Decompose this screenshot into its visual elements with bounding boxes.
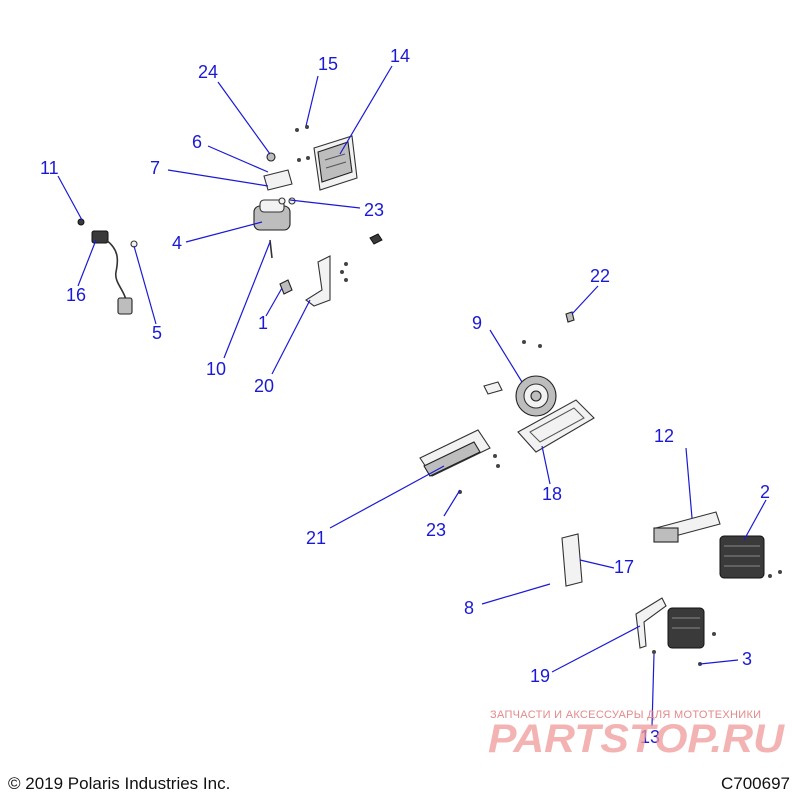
leader-lines	[57, 65, 767, 727]
watermark: ЗАПЧАСТИ И АКСЕССУАРЫ ДЛЯ МОТОТЕХНИКИ PA…	[488, 709, 785, 761]
watermark-tagline: ЗАПЧАСТИ И АКСЕССУАРЫ ДЛЯ МОТОТЕХНИКИ	[490, 709, 761, 721]
callout-17: 17	[614, 557, 634, 577]
regulator-2	[719, 535, 782, 579]
callout-2: 2	[760, 482, 770, 502]
callout-18: 18	[542, 484, 562, 504]
bracket-20	[305, 233, 383, 307]
callout-1: 1	[258, 313, 268, 333]
cover-plate-18	[517, 399, 595, 453]
callout-16: 16	[66, 285, 86, 305]
callout-14: 14	[390, 46, 410, 66]
callout-9: 9	[472, 313, 482, 333]
callout-3: 3	[742, 649, 752, 669]
drawing-id: C700697	[720, 774, 790, 793]
fuse-block	[419, 429, 500, 494]
sensor-harness	[77, 218, 138, 315]
callout-23-lower: 23	[426, 520, 446, 540]
callout-6: 6	[192, 132, 202, 152]
callout-12: 12	[654, 426, 674, 446]
watermark-brand: PARTSTOP.RU	[488, 717, 785, 761]
callout-8: 8	[464, 598, 474, 618]
callout-22: 22	[590, 266, 610, 286]
callout-labels: 24 15 14 6 7 23 4 11 16 5 1 10 20 9 22 1…	[40, 46, 770, 747]
clip-1	[279, 279, 293, 295]
callout-11: 11	[40, 158, 59, 178]
regulator-19	[635, 597, 716, 666]
callout-24: 24	[198, 62, 218, 82]
callout-5: 5	[152, 323, 162, 343]
callout-23: 23	[364, 200, 384, 220]
relay-bracket-assembly	[253, 152, 296, 259]
callout-20: 20	[254, 376, 274, 396]
callout-21: 21	[306, 528, 326, 548]
callout-4: 4	[172, 233, 182, 253]
callout-10: 10	[206, 359, 226, 379]
bracket-12	[653, 511, 721, 543]
callout-7: 7	[150, 158, 160, 178]
horn-9	[483, 311, 575, 417]
copyright-text: © 2019 Polaris Industries Inc.	[8, 774, 231, 793]
callout-13: 13	[640, 727, 660, 747]
callout-15: 15	[318, 54, 338, 74]
callout-19: 19	[530, 666, 550, 686]
ecu-module	[295, 125, 358, 191]
bracket-17	[561, 533, 583, 587]
